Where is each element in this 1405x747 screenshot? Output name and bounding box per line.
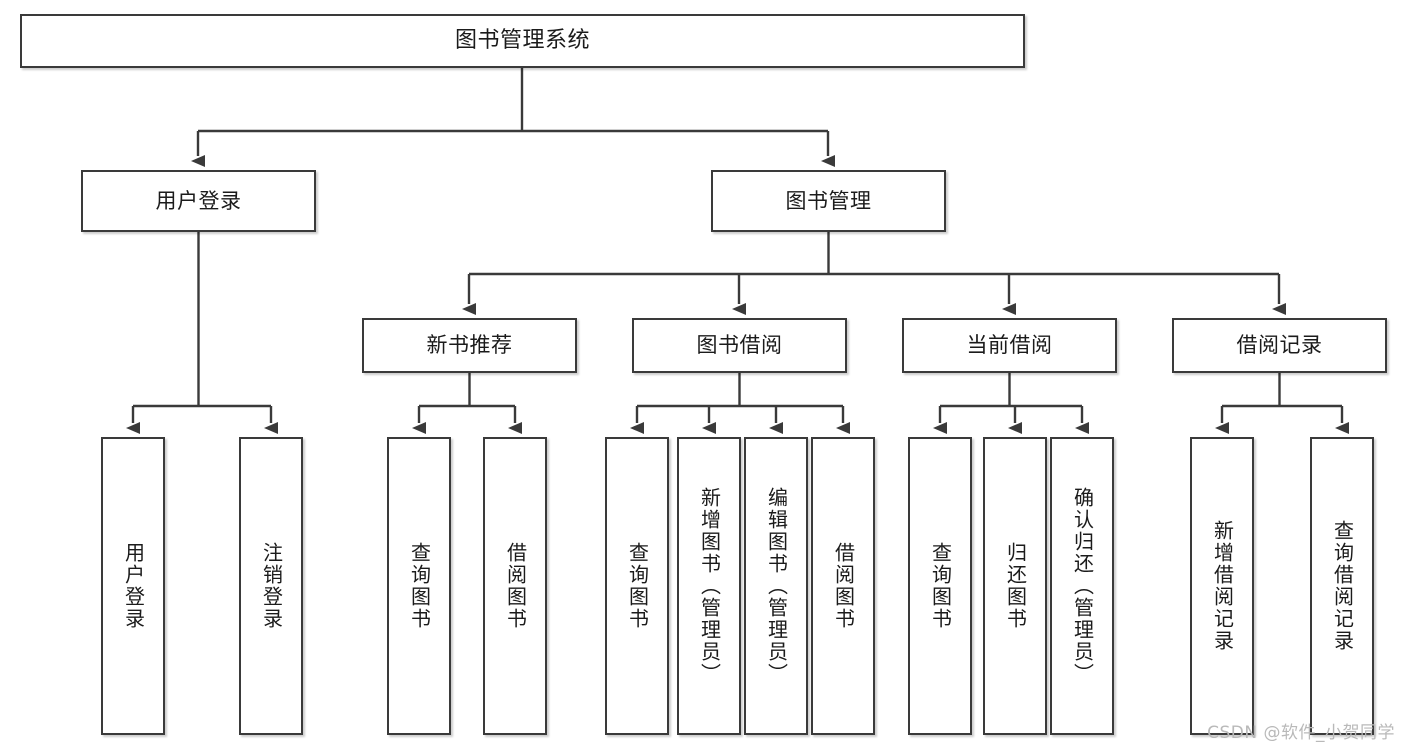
- node-label: 查询图书: [407, 542, 432, 630]
- node-leaf-return-book[interactable]: 归还图书: [983, 437, 1047, 735]
- node-label: 查询借阅记录: [1330, 520, 1355, 652]
- node-new-book-recommend[interactable]: 新书推荐: [362, 318, 577, 373]
- node-label: 编辑图书（管理员）: [764, 487, 789, 685]
- node-label: 借阅记录: [1236, 333, 1323, 358]
- node-leaf-add-record[interactable]: 新增借阅记录: [1190, 437, 1254, 735]
- node-book-borrow[interactable]: 图书借阅: [632, 318, 847, 373]
- node-label: 查询图书: [625, 542, 650, 630]
- node-user-login[interactable]: 用户登录: [81, 170, 316, 232]
- node-label: 借阅图书: [503, 542, 528, 630]
- node-label: 图书借阅: [696, 333, 783, 358]
- node-book-manage[interactable]: 图书管理: [711, 170, 946, 232]
- node-label: 归还图书: [1003, 542, 1028, 630]
- node-label: 图书管理系统: [454, 28, 590, 54]
- csdn-watermark: CSDN @软件_小贺同学: [1207, 723, 1395, 743]
- node-label: 确认归还（管理员）: [1070, 487, 1095, 685]
- node-leaf-logout[interactable]: 注销登录: [239, 437, 303, 735]
- node-leaf-borrow-book-1[interactable]: 借阅图书: [483, 437, 547, 735]
- node-label: 新增借阅记录: [1210, 520, 1235, 652]
- node-leaf-query-book-3[interactable]: 查询图书: [908, 437, 972, 735]
- node-label: 用户登录: [155, 188, 242, 213]
- node-label: 借阅图书: [831, 542, 856, 630]
- node-label: 新书推荐: [426, 333, 513, 358]
- root-node-system[interactable]: 图书管理系统: [20, 14, 1025, 68]
- node-leaf-query-record[interactable]: 查询借阅记录: [1310, 437, 1374, 735]
- node-label: 当前借阅: [966, 333, 1053, 358]
- node-leaf-borrow-book-2[interactable]: 借阅图书: [811, 437, 875, 735]
- node-label: 用户登录: [121, 542, 146, 630]
- node-label: 查询图书: [928, 542, 953, 630]
- node-borrow-record[interactable]: 借阅记录: [1172, 318, 1387, 373]
- node-label: 新增图书（管理员）: [697, 487, 722, 685]
- node-label: 图书管理: [785, 188, 872, 213]
- node-label: 注销登录: [259, 542, 284, 630]
- node-leaf-query-book-2[interactable]: 查询图书: [605, 437, 669, 735]
- node-leaf-add-book[interactable]: 新增图书（管理员）: [677, 437, 741, 735]
- node-leaf-query-book-1[interactable]: 查询图书: [387, 437, 451, 735]
- node-current-borrow[interactable]: 当前借阅: [902, 318, 1117, 373]
- node-leaf-edit-book[interactable]: 编辑图书（管理员）: [744, 437, 808, 735]
- node-leaf-confirm-return[interactable]: 确认归还（管理员）: [1050, 437, 1114, 735]
- node-leaf-user-login[interactable]: 用户登录: [101, 437, 165, 735]
